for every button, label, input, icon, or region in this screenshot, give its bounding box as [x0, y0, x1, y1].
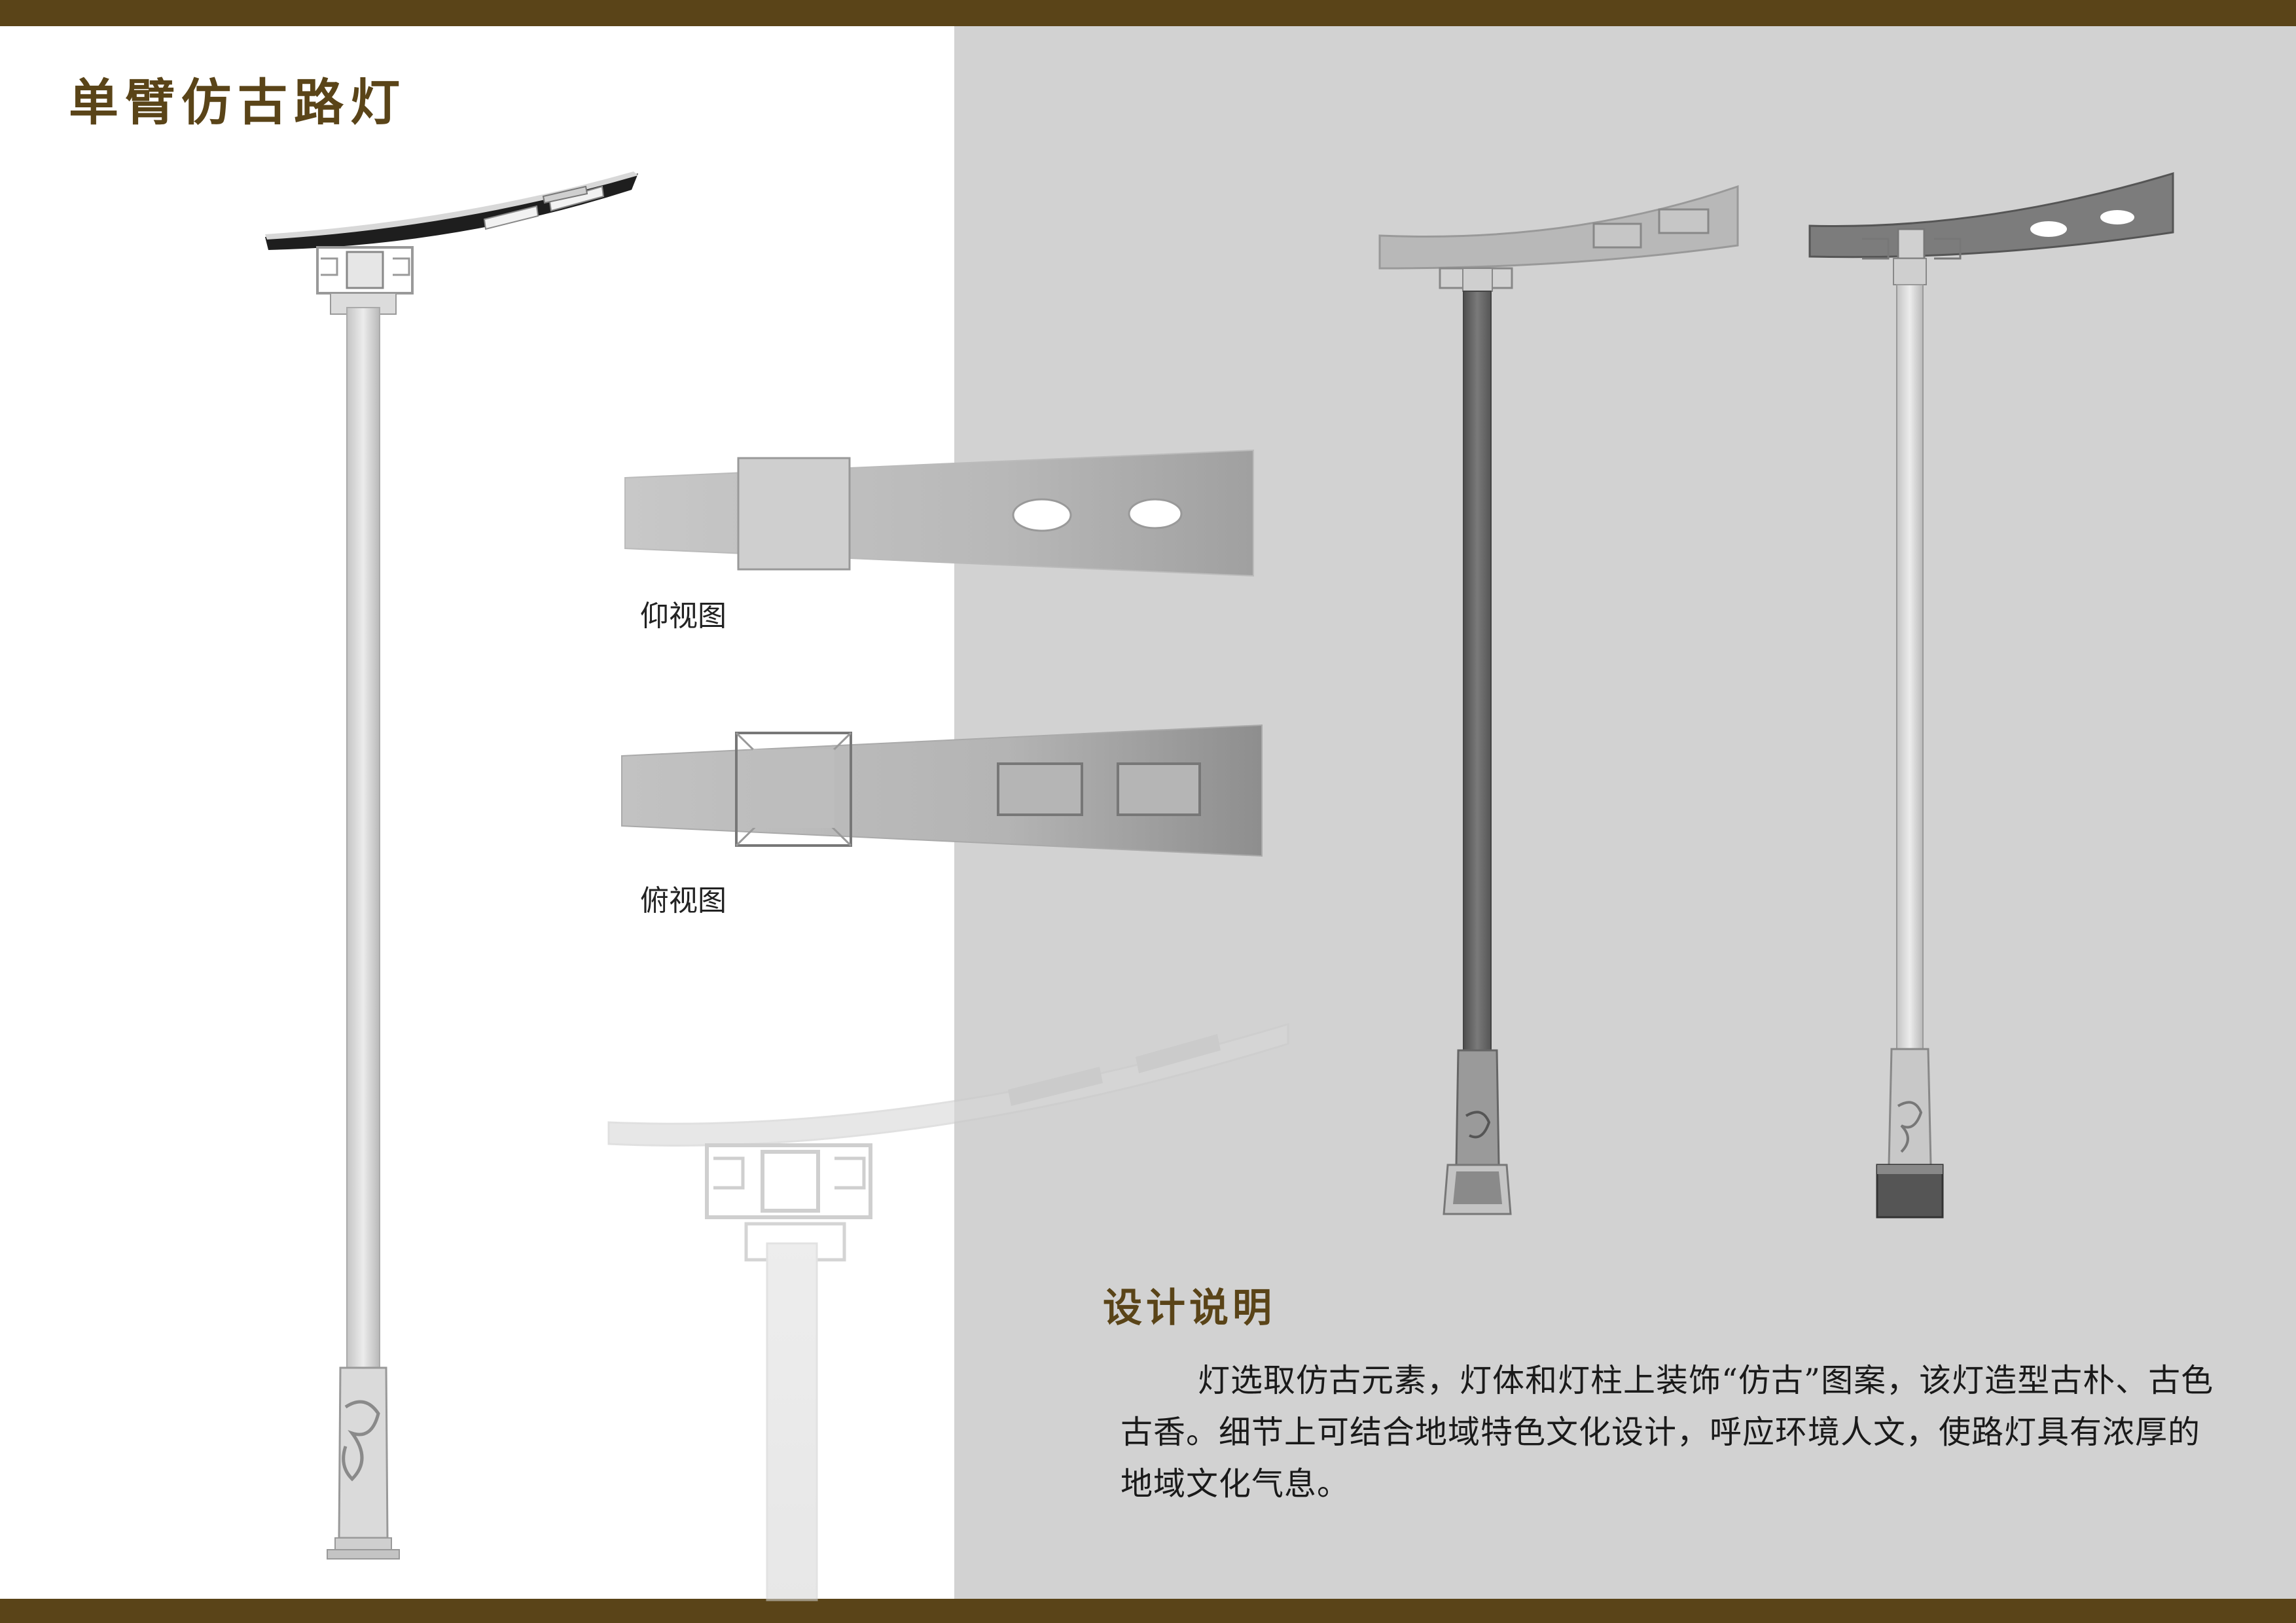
bottom-view-caption: 仰视图	[640, 599, 726, 633]
bottom-view-drawing	[624, 449, 1254, 577]
top-frame-bar	[0, 0, 2296, 26]
bottom-frame-bar	[0, 1599, 2296, 1623]
top-view-drawing	[621, 724, 1263, 857]
page-title: 单臂仿古路灯	[69, 73, 406, 132]
faded-lamp-detail	[607, 1022, 1289, 1601]
description-heading: 设计说明	[1103, 1285, 1276, 1331]
main-lamp-illustration	[265, 171, 638, 1560]
description-body: 灯选取仿古元素，灯体和灯柱上装饰“仿古”图案，该灯造型古朴、古色古香。细节上可结…	[1121, 1362, 2214, 1503]
rear-view-lamp	[1808, 171, 2174, 1219]
front-view-lamp	[1378, 185, 1739, 1215]
top-view-caption: 俯视图	[640, 884, 726, 918]
